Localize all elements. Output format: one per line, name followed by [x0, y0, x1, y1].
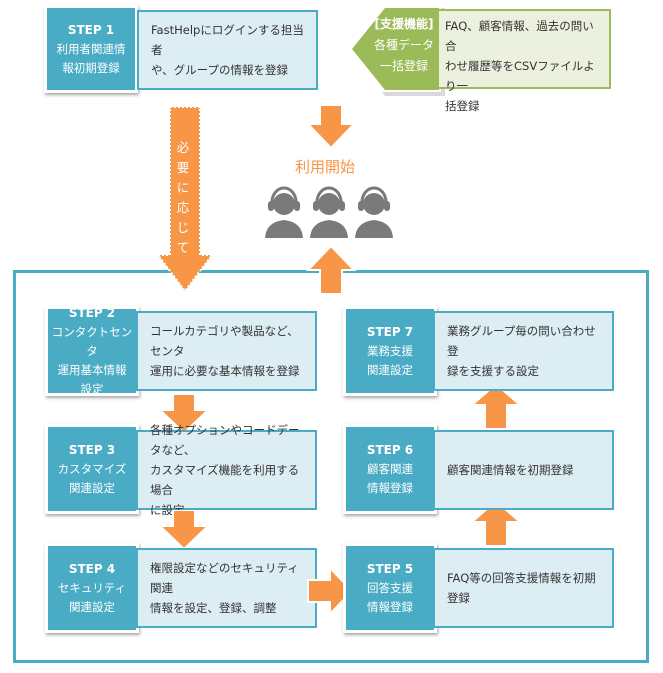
step6-header: STEP 6 顧客関連 情報登録 — [343, 424, 437, 514]
step5-title-line: 回答支援 — [367, 580, 413, 595]
step7-number: STEP 7 — [366, 324, 414, 339]
as-needed-char: じ — [176, 220, 190, 235]
as-needed-label: 必 要 に 応 じ て — [173, 138, 193, 258]
step5-title-line: 情報登録 — [367, 599, 413, 614]
step2-desc-line: コールカテゴリや製品など、センタ — [150, 324, 299, 358]
step5-header: STEP 5 回答支援 情報登録 — [343, 543, 437, 633]
step1-desc-line: FastHelpにログインする担当者 — [151, 23, 304, 57]
step4-title-line: 関連設定 — [69, 599, 115, 614]
step4-number: STEP 4 — [68, 561, 116, 576]
step5-description: FAQ等の回答支援情報を初期 登録 — [433, 548, 614, 628]
step1-description: FastHelpにログインする担当者 や、グループの情報を登録 — [137, 10, 318, 90]
headset-operator-icon — [310, 186, 348, 238]
step4-desc-line: 情報を設定、登録、調整 — [150, 601, 277, 615]
step3-desc-line: 各種オプションやコードデータなど、 — [150, 423, 300, 457]
support-desc-line: わせ履歴等をCSVファイルより一 — [445, 59, 595, 93]
step7-desc-line: 業務グループ毎の問い合わせ登 — [447, 324, 596, 358]
arrow-down-icon — [158, 394, 210, 434]
step2-title-line: 運用基本情報 — [57, 362, 127, 377]
step2-number: STEP 2 — [68, 305, 116, 320]
step6-title-line: 顧客関連 — [367, 461, 413, 476]
arrow-right-icon — [307, 566, 354, 616]
step5-desc-line: FAQ等の回答支援情報を初期 — [447, 571, 596, 585]
headset-operator-icon — [265, 186, 303, 238]
step2-description: コールカテゴリや製品など、センタ 運用に必要な基本情報を登録 — [136, 311, 317, 391]
as-needed-char: 要 — [176, 160, 190, 175]
step4-title-line: セキュリティ — [57, 580, 127, 595]
step4-description: 権限設定などのセキュリティ関連 情報を設定、登録、調整 — [136, 548, 317, 628]
arrow-down-icon — [158, 510, 210, 550]
start-of-use-label: 利用開始 — [295, 158, 356, 176]
step6-number: STEP 6 — [366, 442, 414, 457]
step3-desc-line: カスタマイズ機能を利用する場合 — [150, 463, 300, 497]
arrow-up-icon — [470, 500, 522, 546]
support-title-line: 各種データ — [373, 38, 434, 52]
arrow-up-to-start-icon — [306, 244, 356, 295]
step1-desc-line: や、グループの情報を登録 — [151, 63, 288, 77]
step4-header: STEP 4 セキュリティ 関連設定 — [45, 543, 139, 633]
step3-description: 各種オプションやコードデータなど、 カスタマイズ機能を利用する場合 に設定 — [136, 423, 317, 517]
step7-description: 業務グループ毎の問い合わせ登 録を支援する設定 — [433, 311, 614, 391]
step1-number: STEP 1 — [67, 22, 115, 37]
arrow-down-to-start-icon — [306, 104, 356, 150]
step6-desc-line: 顧客関連情報を初期登録 — [447, 463, 574, 477]
step7-header: STEP 7 業務支援 関連設定 — [343, 306, 437, 396]
step3-number: STEP 3 — [68, 442, 116, 457]
step2-title-line: 設定 — [80, 381, 104, 396]
step7-title-line: 業務支援 — [367, 343, 413, 358]
support-function-description: FAQ、顧客情報、過去の問い合 わせ履歴等をCSVファイルより一 括登録 — [437, 9, 611, 113]
as-needed-char: て — [176, 240, 190, 255]
as-needed-char: に — [176, 180, 190, 195]
as-needed-arrow-icon — [156, 106, 214, 293]
step3-header: STEP 3 カスタマイズ 関連設定 — [45, 424, 139, 514]
step3-title-line: カスタマイズ — [57, 461, 127, 476]
step5-number: STEP 5 — [366, 561, 414, 576]
step1-title-line: 報初期登録 — [62, 60, 120, 75]
step2-title-line: コンタクトセンタ — [51, 324, 133, 358]
operators-group — [265, 186, 393, 238]
support-function-title: [支援機能] 各種データ 一括登録 — [365, 14, 443, 77]
step7-desc-line: 録を支援する設定 — [447, 364, 539, 378]
step2-header: STEP 2 コンタクトセンタ 運用基本情報 設定 — [45, 306, 139, 396]
support-function-header-shape — [345, 6, 445, 96]
step4-desc-line: 権限設定などのセキュリティ関連 — [150, 561, 299, 595]
step1-header: STEP 1 利用者関連情 報初期登録 — [44, 5, 138, 93]
step5-desc-line: 登録 — [447, 591, 470, 605]
step3-title-line: 関連設定 — [69, 480, 115, 495]
step2-desc-line: 運用に必要な基本情報を登録 — [150, 364, 300, 378]
as-needed-char: 必 — [176, 140, 190, 155]
step6-title-line: 情報登録 — [367, 480, 413, 495]
support-title-tag: [支援機能] — [374, 17, 434, 31]
support-desc-line: 括登録 — [445, 99, 480, 113]
step6-description: 顧客関連情報を初期登録 — [433, 430, 614, 510]
support-title-line: 一括登録 — [379, 59, 428, 73]
arrow-up-icon — [470, 383, 522, 429]
as-needed-char: 応 — [176, 200, 190, 215]
step1-title-line: 利用者関連情 — [56, 41, 126, 56]
support-desc-line: FAQ、顧客情報、過去の問い合 — [445, 19, 594, 53]
step7-title-line: 関連設定 — [367, 362, 413, 377]
headset-operator-icon — [355, 186, 393, 238]
